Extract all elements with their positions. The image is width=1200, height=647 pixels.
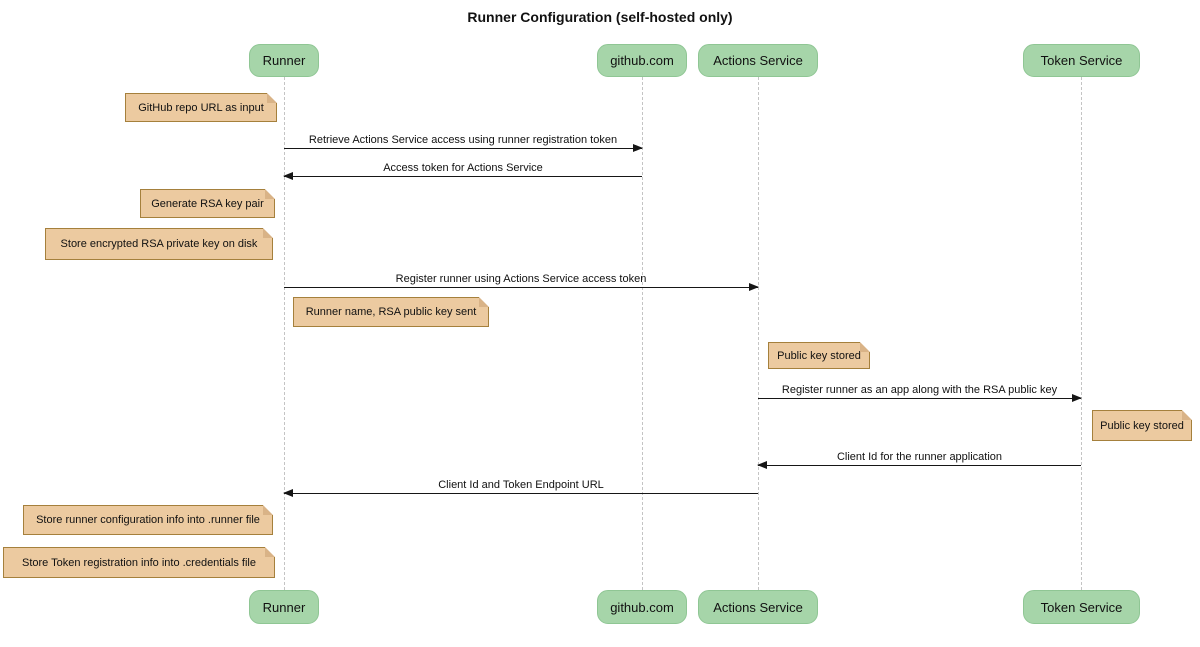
note-text: Public key stored <box>777 349 861 362</box>
participant-runner-bottom: Runner <box>249 590 319 624</box>
note-text: GitHub repo URL as input <box>138 101 264 114</box>
message-client-id-endpoint: Client Id and Token Endpoint URL <box>283 479 758 497</box>
note-text: Runner name, RSA public key sent <box>305 306 477 318</box>
note-runner-name-sent: Runner name, RSA public key sent <box>293 297 489 327</box>
lifeline-token-service <box>1081 77 1082 590</box>
note-store-private-key: Store encrypted RSA private key on disk <box>45 228 273 260</box>
arrowhead-left-icon <box>757 461 767 469</box>
note-text: Store encrypted RSA private key on disk <box>60 238 258 250</box>
participant-token-service-bottom: Token Service <box>1023 590 1140 624</box>
participant-github-bottom: github.com <box>597 590 687 624</box>
participant-actions-service-bottom: Actions Service <box>698 590 818 624</box>
arrowhead-right-icon <box>633 144 643 152</box>
message-label: Client Id and Token Endpoint URL <box>438 479 604 491</box>
note-store-credentials-file: Store Token registration info into .cred… <box>3 547 275 578</box>
note-text: Store Token registration info into .cred… <box>22 556 256 569</box>
message-label: Retrieve Actions Service access using ru… <box>308 134 618 146</box>
note-public-key-stored-token: Public key stored <box>1092 410 1192 441</box>
participant-github-top: github.com <box>597 44 687 77</box>
note-text: Public key stored <box>1100 419 1184 432</box>
message-label: Register runner as an app along with the… <box>781 384 1058 396</box>
participant-actions-service-top: Actions Service <box>698 44 818 77</box>
message-retrieve-actions-access: Retrieve Actions Service access using ru… <box>284 134 643 152</box>
message-access-token: Access token for Actions Service <box>283 162 642 180</box>
message-label: Access token for Actions Service <box>383 162 543 174</box>
lifeline-github <box>642 77 643 590</box>
arrowhead-right-icon <box>1072 394 1082 402</box>
note-public-key-stored-actions: Public key stored <box>768 342 870 369</box>
diagram-title: Runner Configuration (self-hosted only) <box>467 9 733 25</box>
arrowhead-left-icon <box>283 489 293 497</box>
participant-token-service-top: Token Service <box>1023 44 1140 77</box>
arrowhead-right-icon <box>749 283 759 291</box>
lifeline-runner <box>284 77 285 590</box>
note-text: Generate RSA key pair <box>151 197 264 210</box>
arrowhead-left-icon <box>283 172 293 180</box>
message-label: Register runner using Actions Service ac… <box>395 273 647 285</box>
note-generate-rsa: Generate RSA key pair <box>140 189 275 218</box>
message-client-id-runner-app: Client Id for the runner application <box>757 451 1081 469</box>
participant-runner-top: Runner <box>249 44 319 77</box>
note-repo-url-input: GitHub repo URL as input <box>125 93 277 122</box>
note-text: Store runner configuration info into .ru… <box>36 514 260 526</box>
message-register-app: Register runner as an app along with the… <box>758 384 1082 402</box>
message-label: Client Id for the runner application <box>836 451 1003 463</box>
lifeline-actions-service <box>758 77 759 590</box>
note-store-runner-file: Store runner configuration info into .ru… <box>23 505 273 535</box>
message-register-runner: Register runner using Actions Service ac… <box>284 273 759 291</box>
